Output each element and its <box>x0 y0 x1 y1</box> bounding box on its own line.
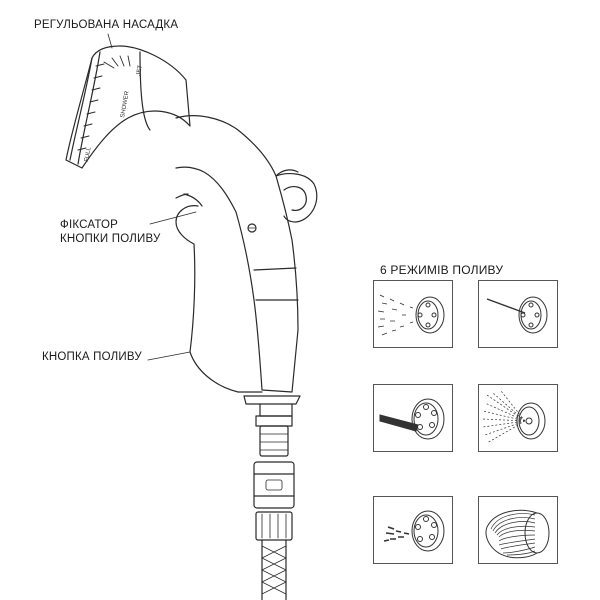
mode-cone <box>478 384 558 452</box>
flat-stream-icon <box>379 398 445 440</box>
dial-text-jet: JET <box>136 64 144 76</box>
mode-jet <box>478 280 558 348</box>
trigger-label: КНОПКА ПОЛИВУ <box>42 351 142 363</box>
dial-text-full: FULL <box>84 146 93 162</box>
mode-soaker <box>373 496 453 564</box>
trigger <box>175 205 263 393</box>
mode-flat <box>373 384 453 452</box>
lock-button <box>247 223 257 233</box>
nozzle-label: РЕГУЛЬОВАНА НАСАДКА <box>34 19 179 31</box>
mode-mist <box>373 280 453 348</box>
lock-label: ФІКСАТОР КНОПКИ ПОЛИВУ <box>60 218 160 246</box>
trigger-leader-line <box>147 351 191 361</box>
spray-gun-drawing: FULL SHOWER JET <box>65 33 318 600</box>
lock-label-line2: КНОПКИ ПОЛИВУ <box>60 233 161 245</box>
nozzle-leader-line <box>107 33 113 49</box>
dial-text-shower: SHOWER <box>120 90 131 118</box>
hose-connector <box>253 415 295 541</box>
cone-spray-icon <box>482 390 546 444</box>
mode-shower <box>478 496 558 564</box>
nozzle-head: FULL SHOWER JET <box>65 45 191 169</box>
jet-spray-icon <box>486 296 548 334</box>
lock-label-line1: ФІКСАТОР <box>60 219 119 231</box>
mist-spray-icon <box>377 294 445 336</box>
shower-spray-icon <box>485 509 550 559</box>
gun-body <box>175 115 318 417</box>
hose <box>261 539 287 600</box>
modes-title: 6 РЕЖИМІВ ПОЛИВУ <box>380 263 504 277</box>
soaker-spray-icon <box>383 510 445 552</box>
lock-leader-line <box>149 211 197 225</box>
